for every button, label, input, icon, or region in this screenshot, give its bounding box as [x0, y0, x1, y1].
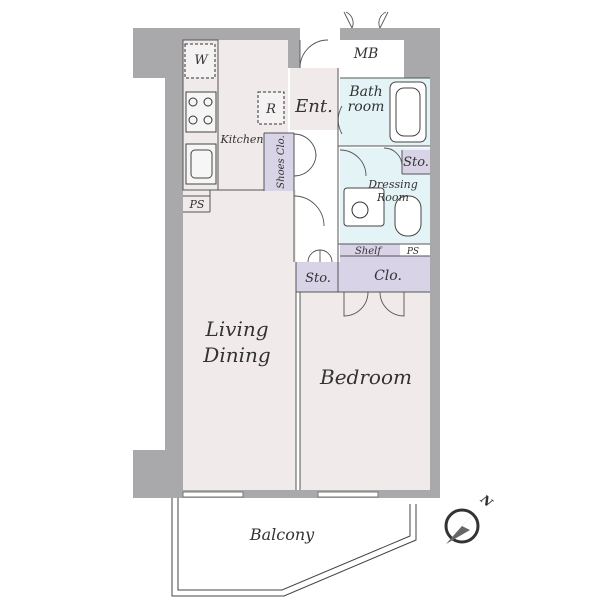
living-label-2: Dining	[202, 343, 270, 367]
compass-icon	[444, 506, 480, 544]
bathroom-fixtures	[343, 81, 427, 237]
kitchen-fixtures	[182, 39, 285, 191]
closet-label: Clo.	[374, 268, 402, 284]
shoes-closet-label: Shoes Clo.	[276, 135, 287, 188]
bath-label-1: Bath	[348, 84, 382, 100]
interior-walls	[183, 68, 430, 490]
stove-icon	[185, 91, 217, 133]
dressing-label-2: Room	[376, 191, 409, 204]
bedroom-label: Bedroom	[319, 365, 412, 389]
balcony	[171, 491, 417, 597]
sink-icon	[185, 143, 217, 185]
north-label: N	[477, 491, 496, 510]
shelf-label: Shelf	[355, 246, 383, 257]
labels: W R Kitchen Ent. MB Bath room Shoes Clo.…	[189, 46, 497, 544]
living-label-1: Living	[204, 317, 268, 341]
fridge-label: R	[265, 102, 276, 117]
storage-mid-label: Sto.	[305, 271, 331, 286]
balcony-label: Balcony	[249, 525, 315, 544]
kitchen-label: Kitchen	[220, 133, 264, 146]
entrance-label: Ent.	[294, 96, 333, 117]
bath-label-2: room	[348, 99, 385, 115]
dressing-label-1: Dressing	[367, 178, 418, 191]
washer-label: W	[194, 53, 209, 68]
meter-box-label: MB	[353, 46, 379, 62]
storage-top-label: Sto.	[403, 155, 429, 170]
pipe-space-left-label: PS	[189, 198, 205, 211]
doors	[293, 11, 405, 317]
pipe-space-right-label: PS	[406, 247, 419, 257]
